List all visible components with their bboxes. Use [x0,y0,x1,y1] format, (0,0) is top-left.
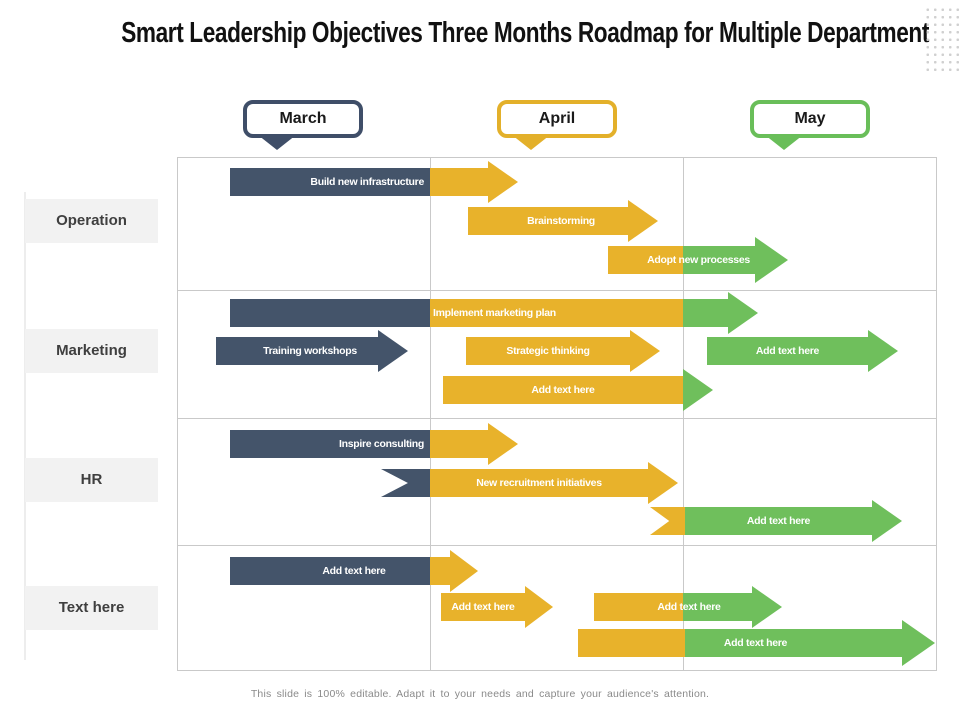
bar-segment [466,337,630,365]
arrow-head [378,330,408,372]
bar-segment [230,557,430,585]
grid-row-divider [177,418,936,419]
grid-row-divider [177,545,936,546]
bar-segment [578,629,685,657]
arrow-head [630,330,660,372]
bar-segment [230,430,430,458]
bar-label: Add text here [746,515,811,527]
bar-inspire-consulting: Inspire consulting [230,423,518,465]
bar-training-workshops: Training workshops [216,330,408,372]
row-label-text-here: Text here [25,586,158,630]
bar-add-text-here-row4-mid: Add text here [594,586,784,628]
bar-label: Build new infrastructure [310,176,424,188]
bar-label: Implement marketing plan [433,307,556,319]
bar-segment [468,207,628,235]
bar-segment [441,593,525,621]
bar-segment-notched [381,469,430,497]
arrow-head [450,550,478,592]
grid-column-divider [683,157,684,670]
bar-label: Add text here [723,637,788,649]
bar-segment [685,629,902,657]
month-callout-pointer [258,135,296,150]
dot-pattern-decoration [924,6,959,76]
bar-segment [430,299,683,327]
bar-segment [430,469,648,497]
bar-segment-notched [650,507,685,535]
arrow-head [728,292,758,334]
arrow-head [752,586,782,628]
bar-label: Add text here [451,601,515,613]
bar-new-recruitment-initiatives: New recruitment initiatives [381,462,678,504]
arrow-head [755,237,788,283]
arrow-head [868,330,898,372]
bar-add-text-here-row4-bottom: Add text here [578,620,935,666]
slide-title: Smart Leadership Objectives Three Months… [121,17,929,49]
bar-label: Add text here [531,384,595,396]
bar-add-text-here-row4-navy: Add text here [230,550,478,592]
month-callout-pointer [512,135,550,150]
grid-column-divider [430,157,431,670]
bar-segment [608,246,683,274]
arrow-head [628,200,658,242]
bar-segment [230,299,430,327]
timeline-grid [177,157,937,671]
bar-implement-marketing-plan: Implement marketing plan [230,292,758,334]
bar-segment [683,299,728,327]
month-callout-may: May [750,100,870,138]
arrow-head [488,161,518,203]
grid-row-divider [177,290,936,291]
bar-label: Add text here [755,345,820,357]
bar-segment [685,507,872,535]
bar-segment [430,168,488,196]
bar-segment [594,593,683,621]
arrow-head [872,500,902,542]
bar-strategic-thinking: Strategic thinking [466,330,660,372]
bar-label: Strategic thinking [506,345,590,357]
arrow-head [525,586,553,628]
bar-adopt-new-processes: Adopt new processes [608,237,789,283]
bar-label: Adopt new processes [647,254,750,266]
arrow-head [488,423,518,465]
footer-note: This slide is 100% editable. Adapt it to… [250,688,710,700]
bar-add-text-here-hr: Add text here [650,500,905,542]
bar-add-text-here-marketing-yellow: Add text here [443,369,717,411]
bar-label: New recruitment initiatives [476,477,602,489]
bar-label: Training workshops [263,345,357,357]
arrow-head [902,620,935,666]
row-label-operation: Operation [25,199,158,243]
month-callout-april: April [497,100,617,138]
bar-label: Brainstorming [527,215,595,227]
arrow-head [683,369,713,411]
bar-segment [683,593,752,621]
row-label-marketing: Marketing [25,329,158,373]
row-label-hr: HR [25,458,158,502]
bar-brainstorming: Brainstorming [468,200,658,242]
bar-add-text-here-row4-yellow: Add text here [441,586,553,628]
bar-segment [430,430,488,458]
bar-label: Add text here [657,601,721,613]
month-callout-march: March [243,100,363,138]
bar-label: Inspire consulting [338,438,424,450]
arrow-head [648,462,678,504]
bar-segment [216,337,378,365]
bar-segment [683,246,755,274]
bar-segment [707,337,868,365]
bar-add-text-here-marketing-green: Add text here [707,330,898,372]
bar-segment [230,168,430,196]
month-callout-pointer [765,135,803,150]
bar-build-new-infrastructure: Build new infrastructure [230,161,518,203]
bar-segment [443,376,683,404]
bar-segment [430,557,450,585]
bar-label: Add text here [322,565,386,577]
sidebar-accent-line [24,192,26,660]
